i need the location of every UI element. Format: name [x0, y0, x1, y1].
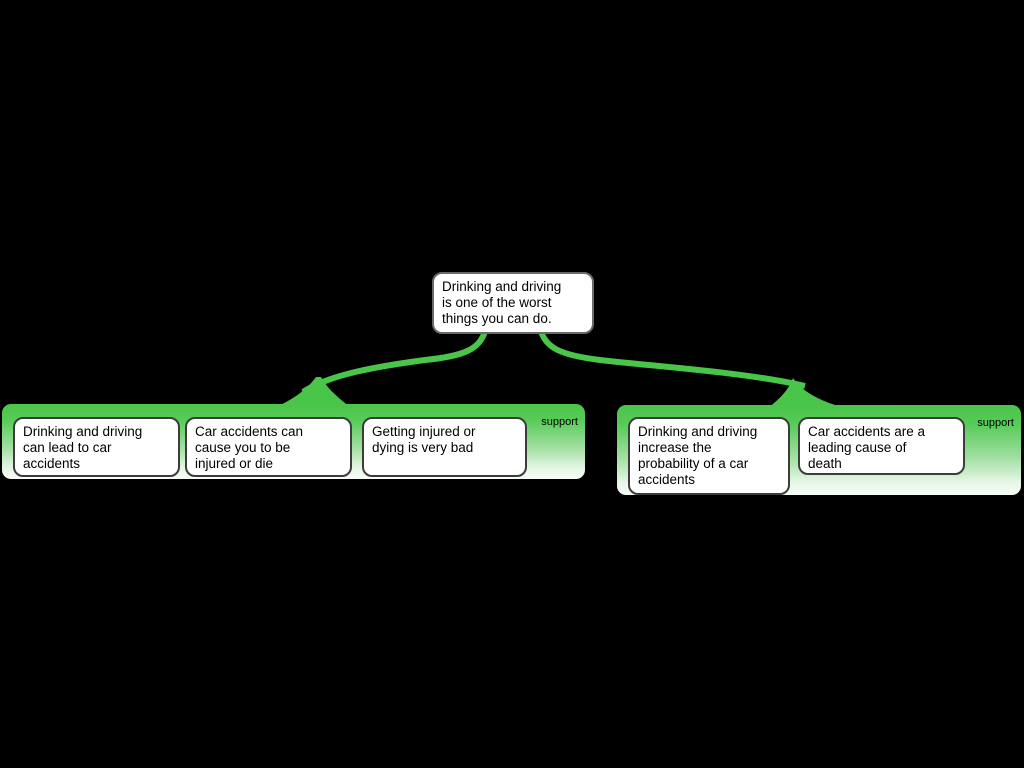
support-edge-left-taper	[276, 377, 350, 407]
support-edge-left-curve	[301, 329, 489, 395]
support-group-right-label: support	[977, 417, 1014, 429]
support-group-right[interactable]: support Drinking and driving increase th…	[617, 405, 1021, 495]
premise-node[interactable]: Drinking and driving can lead to car acc…	[13, 417, 180, 477]
premise-node[interactable]: Getting injured or dying is very bad	[362, 417, 527, 477]
support-edge-right-taper	[768, 378, 845, 408]
support-edge-right-curve	[537, 328, 806, 389]
support-group-left-label: support	[541, 416, 578, 428]
support-edge-left[interactable]	[276, 329, 489, 407]
support-group-left[interactable]: support Drinking and driving can lead to…	[2, 404, 585, 479]
premise-node[interactable]: Car accidents are a leading cause of dea…	[798, 417, 965, 475]
claim-node[interactable]: Drinking and driving is one of the worst…	[432, 272, 594, 334]
premise-node[interactable]: Drinking and driving increase the probab…	[628, 417, 790, 495]
support-edge-right[interactable]	[537, 328, 846, 408]
premise-node[interactable]: Car accidents can cause you to be injure…	[185, 417, 352, 477]
